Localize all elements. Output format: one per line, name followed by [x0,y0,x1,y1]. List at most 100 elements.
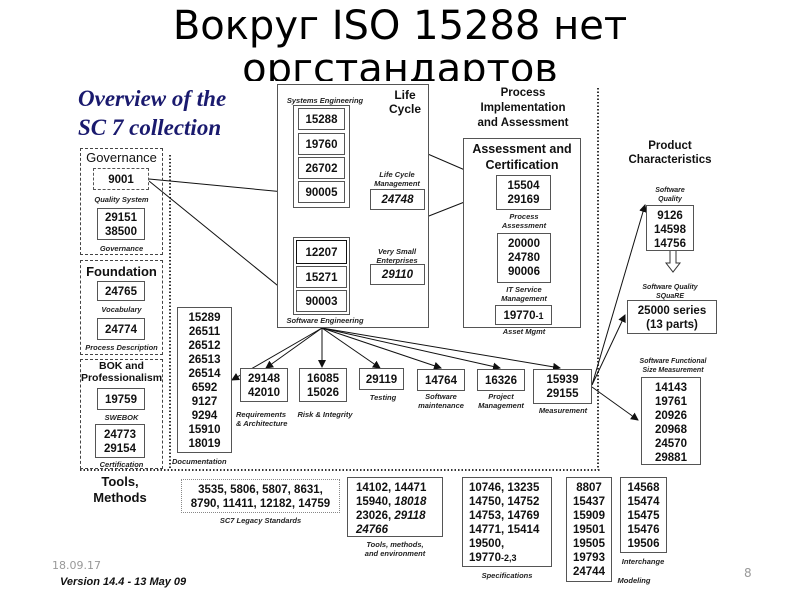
arrow-sw-maint [321,327,442,370]
std-16326: 16326 [485,375,517,387]
arrow-meas-square [591,314,626,386]
std-8807: 8807 [576,482,602,494]
assessment-title: Assessment and Certification [463,141,581,173]
legacy-line2: 8790, 11411, 12182, 14759 [190,498,331,510]
std-14598: 14598 [654,224,686,236]
std-29154: 29154 [104,443,136,455]
caption-process-assessment-line1: Process [509,212,539,221]
slide-title-line2: оргстандартов [0,47,800,81]
std-24748: 24748 [381,194,414,206]
legacy-line1: 3535, 5806, 5807, 8631, [198,484,323,496]
arrow-sw-req [265,327,323,369]
caption-requirements-line1: Requirements [236,410,287,419]
caption-lcm-line2: Management [374,179,420,188]
std-24780: 24780 [508,252,540,264]
caption-quality-system: Quality System [94,195,149,204]
diagram-heading: Overview of the SC 7 collection [78,84,226,142]
tme-line3: 23026, 29118 [356,509,442,523]
caption-certification: Certification [99,460,144,469]
box-26702: 26702 [298,157,345,179]
caption-tools-methods-line1: Tools, methods, [366,540,424,549]
arrow-9001-90003 [148,180,294,299]
box-tools-methods: 14102, 14471 15940, 18018 23026, 29118 2… [347,477,443,537]
caption-maintenance: Software maintenance [412,392,470,410]
caption-sw-quality-line2: Quality [658,196,682,203]
std-15939: 15939 [546,374,579,386]
process-impl-title-line3: and Assessment [477,117,569,129]
caption-it-service-line1: IT Service [506,285,542,294]
box-vocabulary: 24765 [97,281,145,301]
spec-19770: 19770 [469,552,501,564]
box-29110: 29110 [370,264,425,285]
caption-vse-line2: Enterprises [376,256,418,265]
diagram-heading-line2: SC 7 collection [78,115,222,140]
box-requirements: 29148 42010 [240,368,288,402]
slide-title-line1: Вокруг ISO 15288 нет [172,3,628,49]
std-15271: 15271 [305,272,338,284]
box-project-mgmt: 16326 [477,369,525,391]
box-sw-quality: 9126 14598 14756 [646,205,694,251]
std-18019: 18019 [188,438,221,450]
arrow-meas-fsm [591,386,639,421]
std-9127: 9127 [191,396,218,408]
spec-line3: 14753, 14769 [469,510,540,522]
product-title-line1: Product [648,140,692,152]
box-fsm: 14143 19761 20926 20968 24570 29881 [641,377,701,465]
product-title-line2: Characteristics [628,154,712,166]
box-risk: 16085 15026 [299,368,347,402]
caption-interchange: Interchange [621,557,665,566]
box-measurement: 15939 29155 [533,369,592,404]
std-29148: 29148 [248,373,280,385]
product-title: Product Characteristics [610,139,730,167]
tme-line2: 15940, 18018 [356,495,442,509]
std-19505: 19505 [573,538,605,550]
caption-vse: Very Small Enterprises [368,247,426,265]
std-29110: 29110 [381,269,414,281]
std-14764: 14764 [425,375,457,387]
caption-requirements-line2: & Architecture [236,419,288,428]
life-cycle-title-line1: Life [394,88,416,102]
diagram-heading-line1: Overview of the [78,86,227,111]
caption-measurement: Measurement [538,406,588,415]
std-26513: 26513 [188,354,221,366]
caption-fsm-line1: Software Functional [639,358,707,365]
std-15474: 15474 [627,496,660,508]
caption-software-engineering: Software Engineering [286,316,364,325]
std-14143: 14143 [655,382,687,394]
caption-systems-engineering: Systems Engineering [286,96,364,105]
governance-group [80,148,163,255]
std-26702: 26702 [305,163,338,175]
std-20000: 20000 [508,238,540,250]
caption-project-mgmt-line1: Project [488,392,514,401]
life-cycle-title: Life Cycle [380,88,430,116]
std-15476: 15476 [627,524,660,536]
std-19793: 19793 [573,552,605,564]
arrow-9001-90005 [148,178,296,197]
caption-risk: Risk & Integrity [297,410,353,419]
caption-tools-methods: Tools, methods, and environment [347,540,443,558]
bok-title: BOK and Professionalism [80,360,163,384]
foundation-group [80,260,163,355]
std-16085: 16085 [307,373,339,385]
caption-maintenance-line2: maintenance [418,401,464,410]
std-29151: 29151 [105,212,137,224]
box-90003: 90003 [296,290,347,312]
caption-tools-methods-line2: and environment [364,549,426,558]
spec-19770-suffix: -2,3 [500,553,517,563]
std-19506: 19506 [627,538,660,550]
std-15288: 15288 [305,114,338,126]
std-29119: 29119 [365,374,398,386]
std-15437: 15437 [573,496,605,508]
process-impl-title-line1: Process [500,87,546,99]
box-maintenance: 14764 [417,369,465,391]
spec-line6: 19770-2,3 [469,551,551,565]
spec-line5: 19500, [469,538,505,550]
box-15271: 15271 [296,266,347,288]
std-9126: 9126 [657,210,683,222]
tme-line2b: 18018 [394,496,427,508]
box-square: 25000 series (13 parts) [627,300,717,334]
box-19760: 19760 [298,133,345,155]
std-19761: 19761 [655,396,687,408]
std-90005: 90005 [305,187,338,199]
box-12207: 12207 [296,240,347,264]
